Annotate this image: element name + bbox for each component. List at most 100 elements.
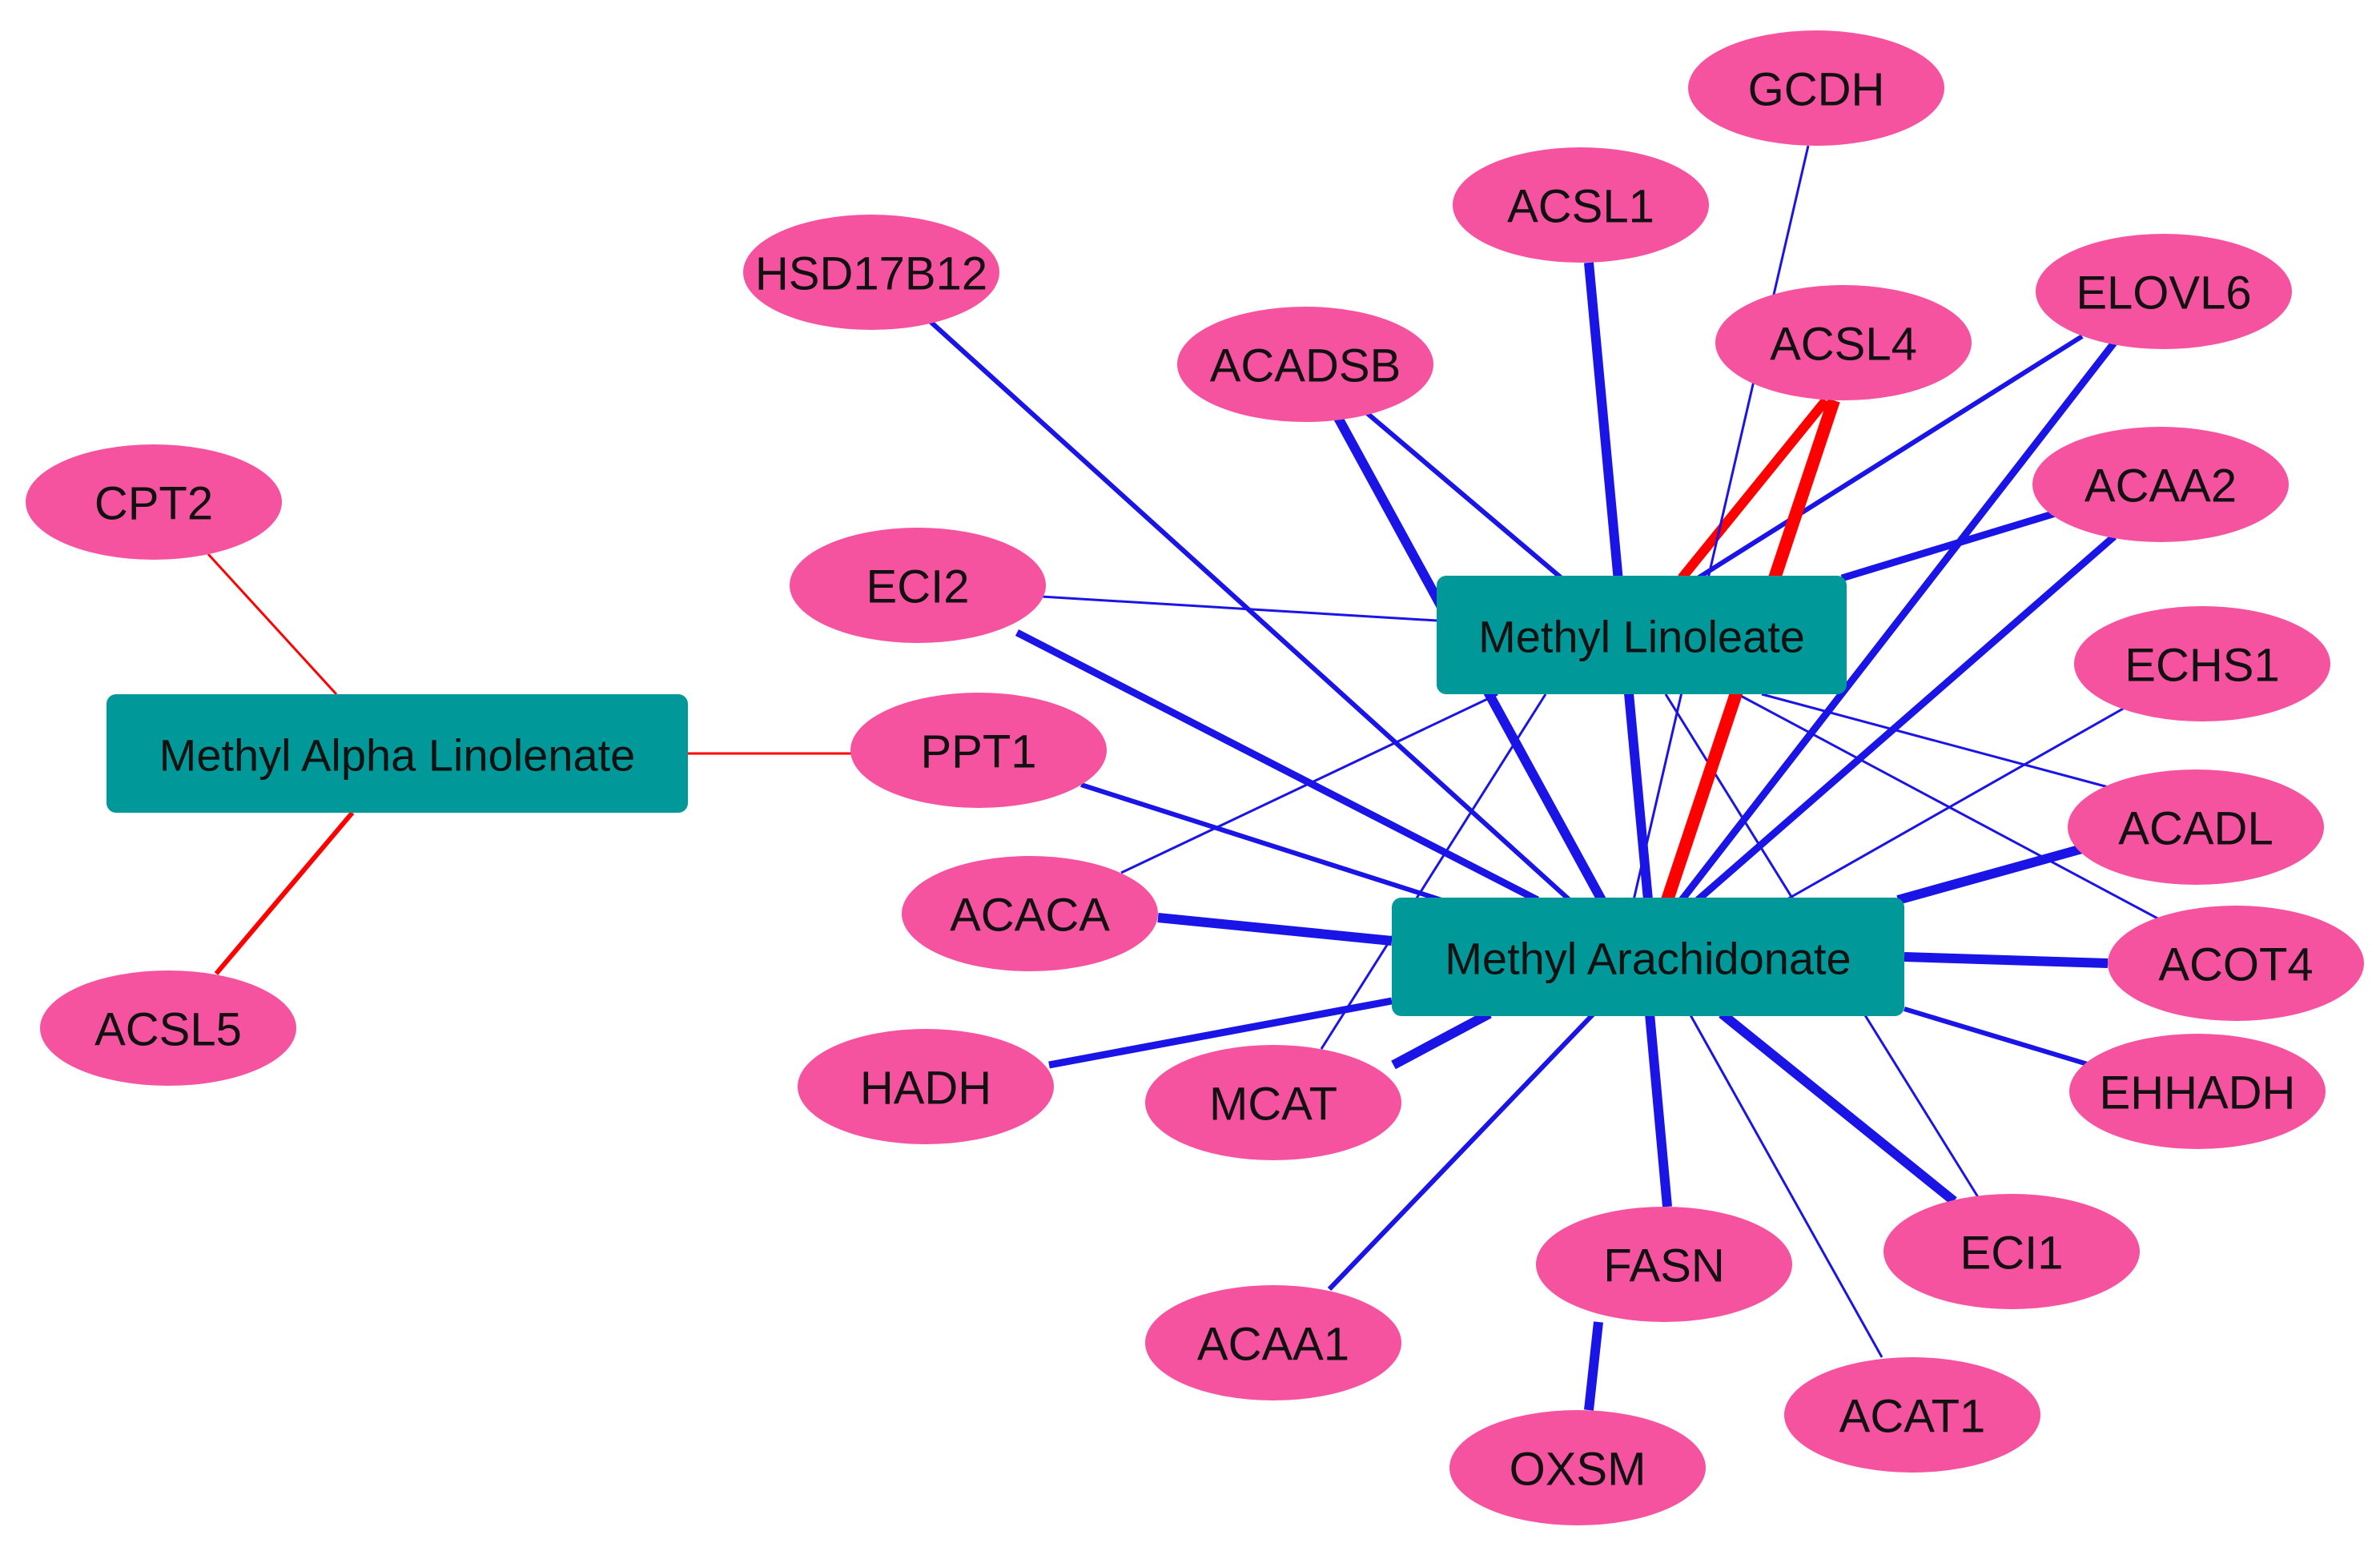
gene-node-hadh: HADH [798, 1029, 1054, 1144]
gene-label: ECI2 [866, 561, 970, 613]
gene-node-eci2: ECI2 [790, 528, 1046, 643]
gene-node-gcdh: GCDH [1688, 30, 1944, 146]
gene-node-acadsb: ACADSB [1177, 307, 1433, 422]
gene-node-shape [2069, 1034, 2326, 1149]
gene-node-shape [1883, 1194, 2140, 1309]
edge-ma-eci2 [1015, 629, 1540, 904]
gene-node-shape [2032, 427, 2289, 542]
gene-node-fasn: FASN [1536, 1207, 1792, 1322]
gene-node-ppt1: PPT1 [850, 693, 1107, 808]
gene-node-shape [2036, 234, 2292, 349]
compound-node-mal: Methyl Alpha Linolenate [107, 694, 688, 813]
compound-label: Methyl Alpha Linolenate [159, 730, 636, 781]
gene-node-shape [2108, 906, 2364, 1021]
gene-node-acsl4: ACSL4 [1715, 285, 1972, 400]
gene-node-shape [1177, 307, 1433, 422]
gene-node-shape [26, 444, 282, 560]
edge-ml-acsl4 [1678, 397, 1830, 581]
edge-ml-mcat [1320, 693, 1547, 1050]
gene-node-shape [1715, 285, 1972, 400]
gene-label: PPT1 [920, 726, 1036, 778]
gene-node-shape [790, 528, 1046, 643]
edge-mal-acsl5 [214, 811, 355, 975]
gene-node-shape [2074, 606, 2330, 721]
compound-node-ma: Methyl Arachidonate [1392, 898, 1904, 1016]
edge-ma-fasn [1645, 1013, 1672, 1207]
compound-node-ml: Methyl Linoleate [1437, 576, 1847, 694]
gene-node-echs1: ECHS1 [2074, 606, 2330, 721]
gene-label: ECI1 [1960, 1228, 2064, 1280]
gene-node-shape [1449, 1410, 1706, 1525]
edge-ma-acaa2 [1695, 533, 2117, 903]
gene-label: HADH [860, 1063, 991, 1115]
gene-label: ACADSB [1210, 340, 1401, 392]
edge-ma-acadl [1896, 844, 2084, 905]
gene-node-acsl5: ACSL5 [40, 970, 296, 1086]
gene-node-acat1: ACAT1 [1784, 1357, 2040, 1473]
edge-ml-acadl [1761, 693, 2115, 790]
gene-node-acadl: ACADL [2068, 769, 2324, 885]
edge-ma-echs1 [1785, 703, 2131, 902]
compound-node-shape [1392, 898, 1904, 1016]
gene-node-acot4: ACOT4 [2108, 906, 2364, 1021]
gene-label: ACSL1 [1507, 181, 1654, 233]
gene-node-shape [2068, 769, 2324, 885]
gene-node-hsd17b12: HSD17B12 [743, 215, 999, 330]
gene-label: OXSM [1510, 1444, 1646, 1496]
gene-node-oxsm: OXSM [1449, 1410, 1706, 1525]
gene-label: EHHADH [2100, 1067, 2296, 1119]
gene-node-shape [850, 693, 1107, 808]
gene-label: ACAA1 [1197, 1319, 1349, 1371]
gene-label: ACAT1 [1839, 1391, 1986, 1443]
gene-node-shape [1453, 147, 1709, 263]
gene-node-shape [1536, 1207, 1792, 1322]
edge-ma-acot4 [1904, 952, 2109, 968]
edge-ma-eci1 [1719, 1010, 1957, 1205]
gene-label: HSD17B12 [755, 248, 987, 300]
gene-node-acaa1: ACAA1 [1145, 1285, 1401, 1400]
edge-fasn-oxsm [1584, 1321, 1603, 1411]
gene-node-mcat: MCAT [1145, 1045, 1401, 1160]
gene-label: ACSL5 [94, 1004, 242, 1056]
gene-label: ELOVL6 [2076, 267, 2251, 319]
edge-ma-mcat [1391, 1009, 1492, 1070]
gene-node-elovl6: ELOVL6 [2036, 234, 2292, 349]
gene-label: GCDH [1748, 64, 1885, 116]
edge-ml-acadsb [1360, 406, 1563, 581]
gene-label: ACACA [950, 890, 1110, 942]
gene-label: FASN [1603, 1240, 1725, 1292]
compound-label: Methyl Arachidonate [1445, 934, 1851, 984]
gene-label: ACAA2 [2085, 460, 2237, 512]
edge-ma-acaca [1157, 913, 1393, 946]
edge-ml-acaa2 [1840, 508, 2060, 582]
edge-ma-acaa1 [1327, 1011, 1596, 1292]
gene-label: CPT2 [94, 478, 213, 530]
gene-node-shape [902, 856, 1158, 971]
gene-label: ACADL [2118, 803, 2273, 855]
gene-node-acsl1: ACSL1 [1453, 147, 1709, 263]
edge-ma-gcdh [1632, 145, 1810, 901]
edge-mal-cpt2 [207, 552, 338, 696]
edge-ma-ehhadh [1904, 1007, 2091, 1067]
gene-label: MCAT [1209, 1079, 1337, 1131]
edge-ma-acat1 [1688, 1013, 1883, 1358]
gene-label: ACOT4 [2158, 939, 2313, 991]
gene-node-acaca: ACACA [902, 856, 1158, 971]
compound-label: Methyl Linoleate [1478, 612, 1805, 662]
edge-ma-hsd17b12 [927, 318, 1572, 902]
gene-node-shape [1784, 1357, 2040, 1473]
gene-node-eci1: ECI1 [1883, 1194, 2140, 1309]
gene-node-shape [40, 970, 296, 1086]
gene-node-ehhadh: EHHADH [2069, 1034, 2326, 1149]
gene-node-acaa2: ACAA2 [2032, 427, 2289, 542]
gene-label: ACSL4 [1770, 319, 1917, 371]
gene-node-shape [743, 215, 999, 330]
edge-ml-elovl6 [1696, 334, 2084, 581]
edge-ma-elovl6 [1678, 340, 2117, 902]
gene-node-shape [1145, 1045, 1401, 1160]
compound-node-shape [1437, 576, 1847, 694]
edge-ml-eci2 [1040, 595, 1437, 622]
gene-node-cpt2: CPT2 [26, 444, 282, 560]
